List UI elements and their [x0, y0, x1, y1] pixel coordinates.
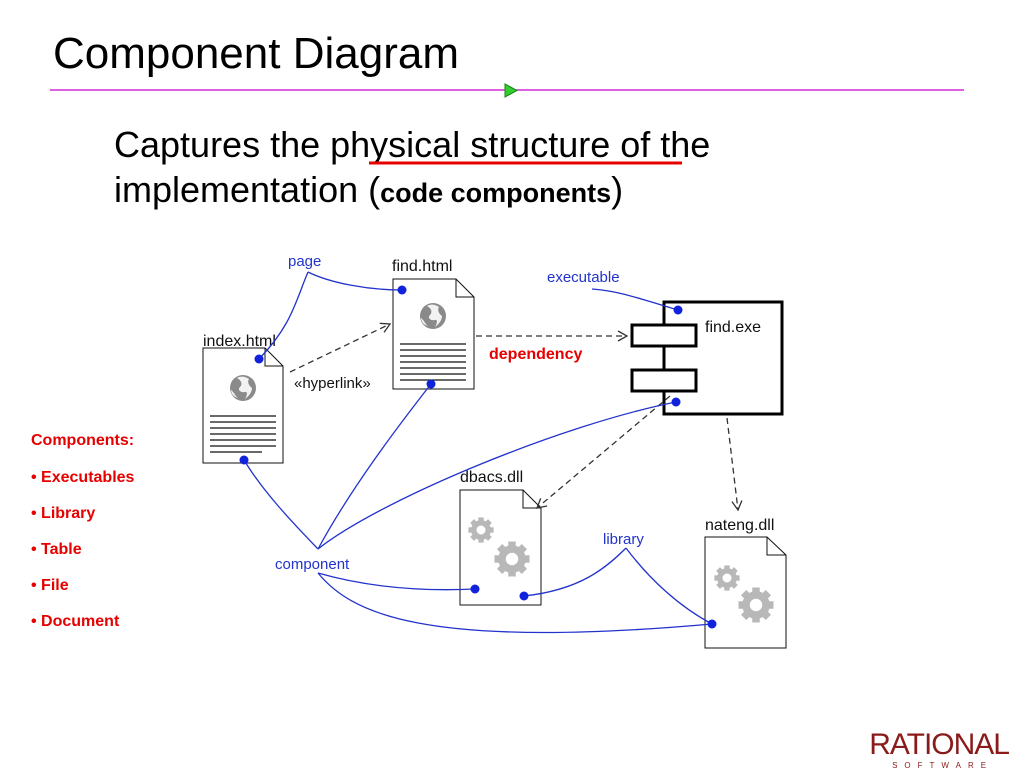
- dbacs-dll-label: dbacs.dll: [460, 469, 523, 486]
- page-annotation: page: [288, 253, 321, 270]
- dependency-annotation: dependency: [489, 346, 582, 363]
- subtitle-suffix: ): [611, 169, 624, 210]
- globe-icon: [230, 375, 256, 401]
- nateng-dll-document: [704, 536, 787, 649]
- index-html-label: index.html: [203, 333, 276, 350]
- slide-title: Component Diagram: [53, 29, 459, 78]
- find-html-label: find.html: [392, 258, 452, 275]
- library-annotation: library: [603, 531, 644, 548]
- find-exe-label: find.exe: [705, 319, 761, 336]
- anchor-dots: [239, 285, 717, 629]
- find-html-document: [392, 278, 475, 390]
- dbacs-dependency-arrow: [535, 395, 671, 509]
- hyperlink-dependency-arrow: [289, 322, 392, 373]
- list-item: • Table: [31, 541, 82, 558]
- annotation-curves: [243, 271, 713, 634]
- title-rule: [50, 83, 964, 98]
- subtitle-prefix: Captures the: [114, 124, 331, 165]
- list-item: • Executables: [31, 469, 135, 486]
- index-html-document: [202, 347, 284, 464]
- find-exe-component: [630, 300, 784, 416]
- components-list: Components: • Executables • Library • Ta…: [31, 432, 134, 648]
- dbacs-dll-document: [459, 489, 542, 606]
- components-list-heading: Components:: [31, 432, 135, 449]
- list-item: • Library: [31, 505, 96, 522]
- subtitle-bold: code components: [380, 178, 612, 208]
- nateng-dll-label: nateng.dll: [705, 517, 774, 534]
- slide-subtitle: Captures the physical structure of the i…: [114, 122, 934, 216]
- executable-annotation: executable: [547, 269, 620, 286]
- logo-brand: RATIONAL: [869, 728, 1010, 761]
- subtitle-middle: of the implementation (: [114, 124, 711, 210]
- logo-tagline: SOFTWARE: [892, 761, 994, 770]
- play-arrow-icon: [504, 83, 519, 98]
- subtitle-highlight: physical structure: [330, 124, 611, 165]
- list-item: • Document: [31, 613, 120, 630]
- list-item: • File: [31, 577, 69, 594]
- rational-logo: RATIONAL SOFTWARE: [869, 728, 1010, 770]
- hyperlink-annotation: «hyperlink»: [294, 375, 371, 392]
- component-annotation: component: [275, 556, 350, 573]
- globe-icon: [420, 303, 446, 329]
- nateng-dependency-arrow: [726, 417, 743, 512]
